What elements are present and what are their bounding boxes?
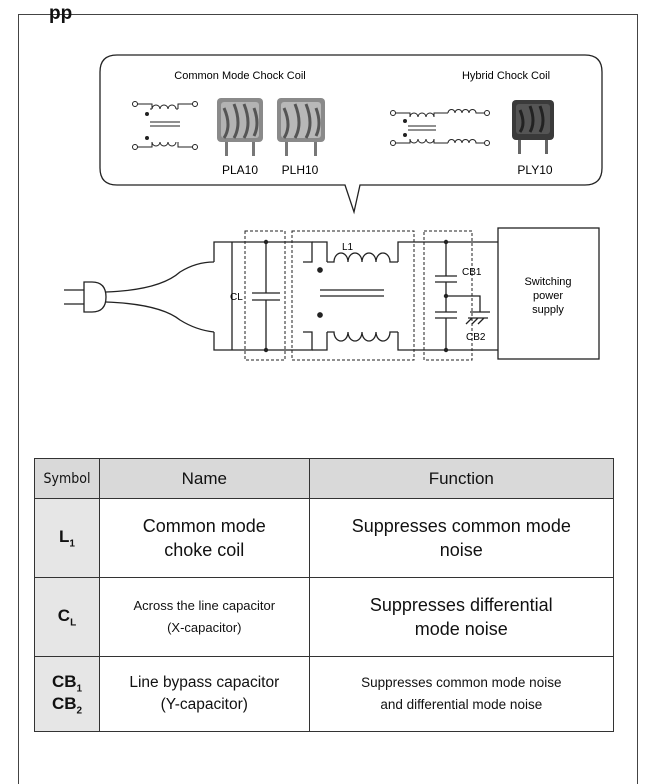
common-mode-title: Common Mode Chock Coil [174, 70, 305, 82]
hybrid-coil-symbol [390, 109, 490, 146]
figure-frame: pp [18, 3, 638, 784]
table-row: CL Across the line capacitor(X-capacitor… [34, 577, 615, 657]
cb2-label: CB2 [466, 332, 486, 343]
ply10-coil-image [512, 100, 554, 154]
l1-label: L1 [342, 242, 354, 253]
plh10-coil-image [277, 98, 325, 156]
symbol-cell: CL [34, 577, 100, 657]
noise-filter-diagram: Common Mode Chock Coil Hybrid Chock Coil… [64, 54, 603, 361]
callout-bubble [99, 54, 603, 215]
plh10-label: PLH10 [282, 163, 319, 177]
choke-coil-l1 [317, 252, 398, 342]
circuit-wires [105, 241, 498, 351]
name-cell: Line bypass capacitor(Y-capacitor) [99, 656, 310, 732]
ply10-label: PLY10 [517, 163, 552, 177]
table-header-row: Symbol Name Function [34, 458, 615, 499]
supply-label-1: Switching [524, 276, 571, 288]
pla10-label: PLA10 [222, 163, 258, 177]
junction-dots [263, 239, 449, 353]
plug-icon [64, 281, 107, 313]
name-cell: Across the line capacitor(X-capacitor) [99, 577, 310, 657]
hybrid-title: Hybrid Chock Coil [462, 70, 550, 82]
symbol-header: Symbol [34, 458, 100, 499]
component-boxes [244, 230, 473, 361]
cl-label: CL [230, 292, 243, 303]
common-mode-coil-symbol [132, 101, 198, 150]
pla10-coil-image [217, 98, 263, 156]
name-header: Name [99, 458, 310, 499]
heading-fragment: pp [49, 3, 73, 24]
cb1-label: CB1 [462, 267, 482, 278]
switching-power-supply-box [497, 227, 600, 360]
supply-label-2: power [533, 290, 563, 302]
symbol-cell: L1 [34, 498, 100, 578]
function-header: Function [308, 458, 615, 499]
supply-label-3: supply [532, 304, 564, 316]
